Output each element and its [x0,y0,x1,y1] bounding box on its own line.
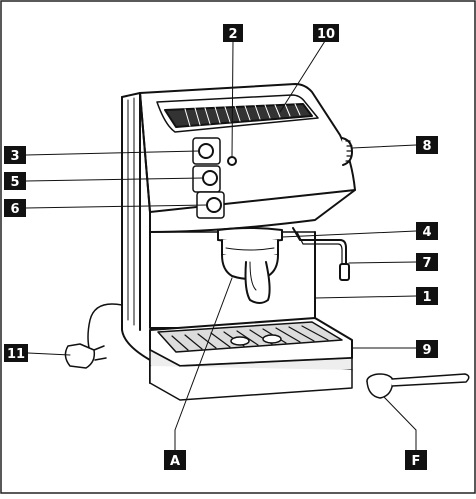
label-9: 9 [416,340,438,358]
label-4-text: 4 [422,225,431,240]
label-3-text: 3 [10,149,19,164]
label-F: F [405,450,427,470]
label-F-text: F [412,454,421,469]
label-8: 8 [416,136,438,154]
label-11-text: 11 [7,347,25,362]
label-A-text: A [170,454,180,469]
label-10-text: 10 [317,27,335,42]
label-4: 4 [416,222,438,240]
label-8-text: 8 [422,139,431,154]
label-2-text: 2 [228,27,237,42]
label-5-text: 5 [10,175,19,190]
indicator-light-icon [228,157,236,165]
label-7-text: 7 [422,256,431,271]
label-1: 1 [416,287,438,305]
label-1-text: 1 [422,290,431,305]
plug-icon [65,344,94,368]
label-3: 3 [4,146,26,164]
drip-tray [150,318,352,400]
label-2: 2 [223,24,243,42]
label-11: 11 [4,344,28,362]
label-10: 10 [313,24,339,42]
label-A: A [164,450,186,470]
label-7: 7 [416,253,438,271]
label-9-text: 9 [422,343,431,358]
label-6-text: 6 [10,202,19,217]
label-6: 6 [4,199,26,217]
label-5: 5 [4,172,26,190]
